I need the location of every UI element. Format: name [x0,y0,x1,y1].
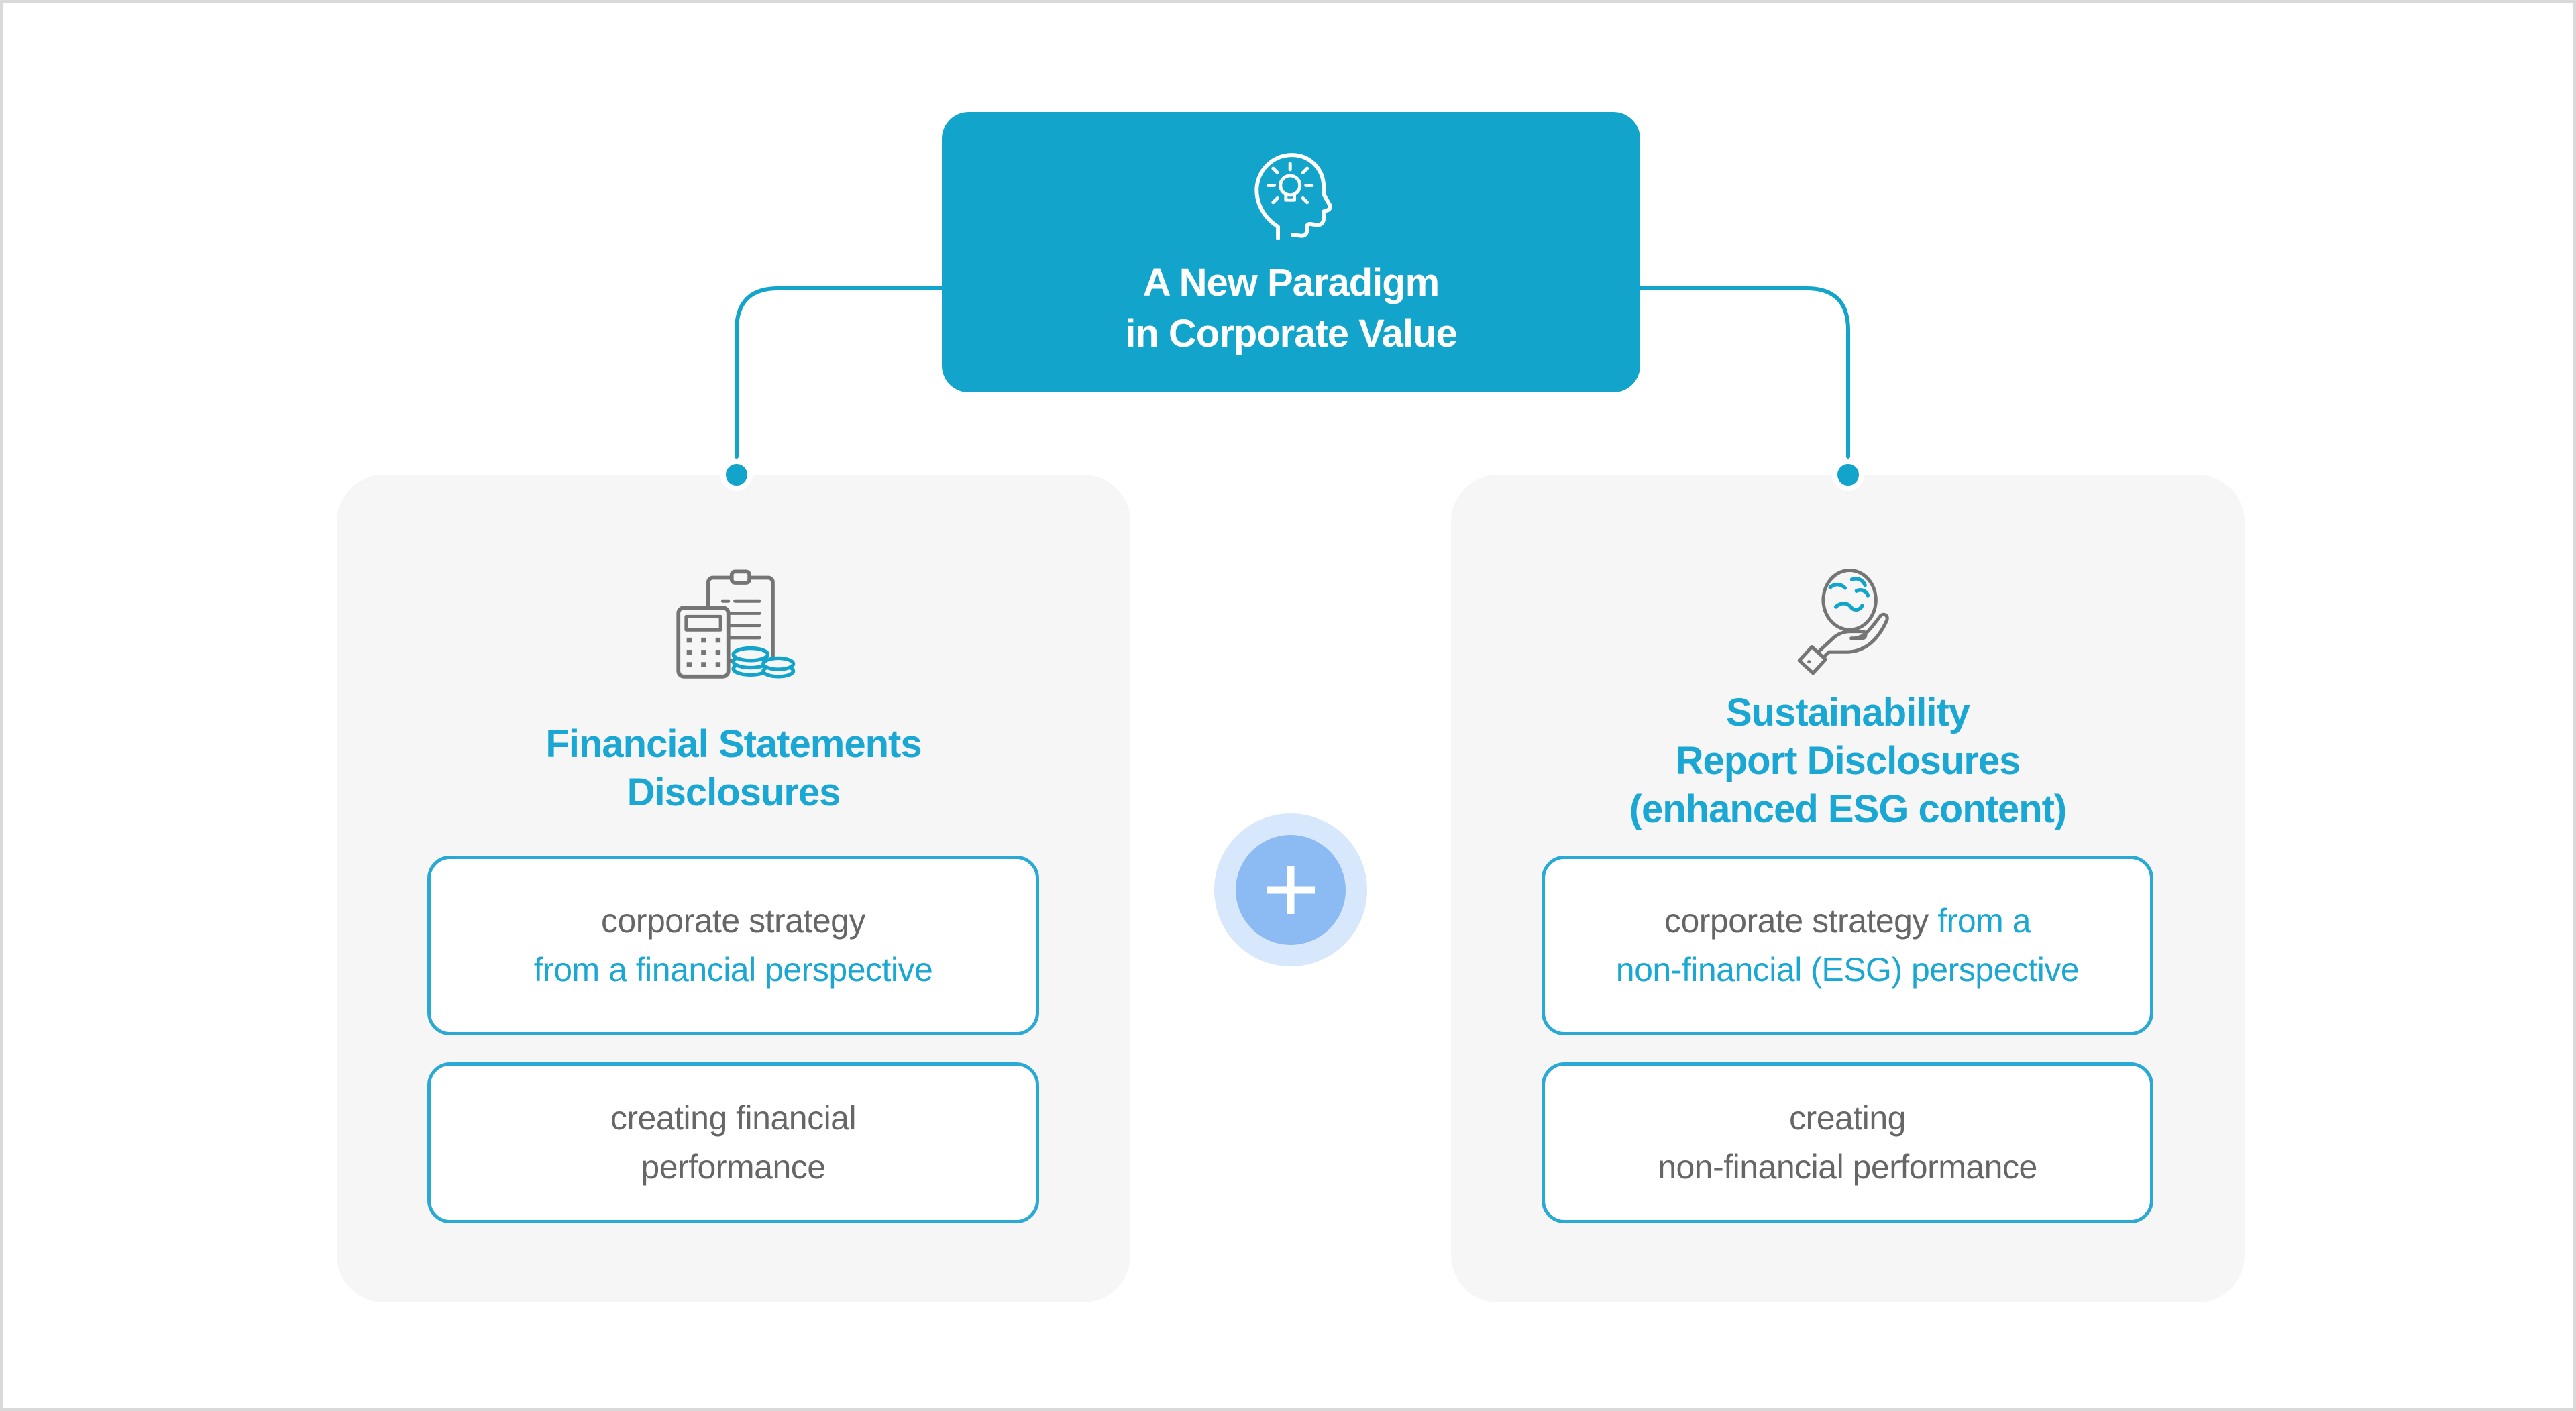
sustainability-card-title: Sustainability Report Disclosures (enhan… [1629,691,2068,831]
connector-left [735,286,944,459]
root-node-title: A New Paradigm in Corporate Value [1125,261,1457,355]
plus-icon [1236,835,1346,945]
head-lightbulb-icon [1254,153,1332,240]
plus-badge [1214,813,1367,966]
sustainability-strategy-box: corporate strategy from a non-financial … [1542,856,2153,1035]
globe-in-hand-icon [1797,568,1889,675]
root-node-new-paradigm: A New Paradigm in Corporate Value [942,112,1640,392]
calculator-clipboard-coins-icon [676,569,795,679]
sustainability-performance-box: creating non-financial performance [1542,1062,2153,1223]
financial-strategy-box: corporate strategy from a financial pers… [427,856,1039,1035]
sustainability-disclosures-card: Sustainability Report Disclosures (enhan… [1451,475,2245,1302]
financial-disclosures-card: Financial Statements Disclosures corpora… [337,475,1130,1302]
financial-performance-box: creating financial performance [427,1062,1039,1223]
connector-right [1638,286,1850,459]
financial-card-title: Financial Statements Disclosures [545,722,922,814]
